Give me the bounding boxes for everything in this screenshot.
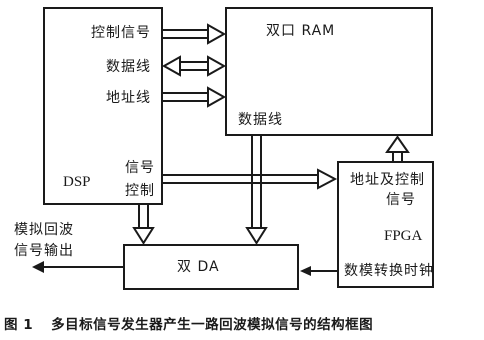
- ram-block: [225, 7, 433, 136]
- dsp-block: [43, 7, 163, 205]
- figure-caption: 图 1 多目标信号发生器产生一路回波模拟信号的结构框图: [0, 313, 484, 333]
- dual-da-label: 双 DA: [177, 259, 220, 275]
- dsp-to-da-arrow: [132, 204, 155, 245]
- analog-echo-label: 模拟回波: [14, 222, 74, 238]
- signal-output-label: 信号输出: [14, 243, 74, 259]
- address-line-label: 地址线: [106, 90, 151, 106]
- dual-port-ram-label: 双口 RAM: [266, 23, 336, 39]
- ram-data-line-label: 数据线: [238, 112, 283, 128]
- data-bus-arrow: [161, 55, 227, 77]
- fpga-label: FPGA: [384, 228, 423, 244]
- da-clock-label: 数模转换时钟: [344, 263, 434, 279]
- fpga-address-control-label: 地址及控制: [350, 172, 425, 188]
- dsp-label: DSP: [63, 174, 91, 190]
- control-signal-arrow: [162, 23, 227, 45]
- fpga-signal-label: 信号: [386, 192, 416, 208]
- ram-to-da-arrow: [245, 135, 268, 245]
- fpga-block: [337, 161, 434, 288]
- fpga-to-ram-arrow: [385, 135, 410, 162]
- analog-output-arrow: [32, 261, 124, 273]
- figure-title: 多目标信号发生器产生一路回波模拟信号的结构框图: [51, 317, 374, 333]
- signal-label: 信号: [125, 160, 155, 176]
- figure-number: 图 1: [4, 317, 34, 333]
- address-bus-arrow: [162, 86, 227, 108]
- dsp-to-fpga-arrow: [162, 168, 338, 190]
- control-signal-label: 控制信号: [91, 25, 151, 41]
- data-line-label: 数据线: [106, 59, 151, 75]
- fpga-to-da-clock-arrow: [300, 266, 338, 276]
- control-label: 控制: [125, 183, 155, 199]
